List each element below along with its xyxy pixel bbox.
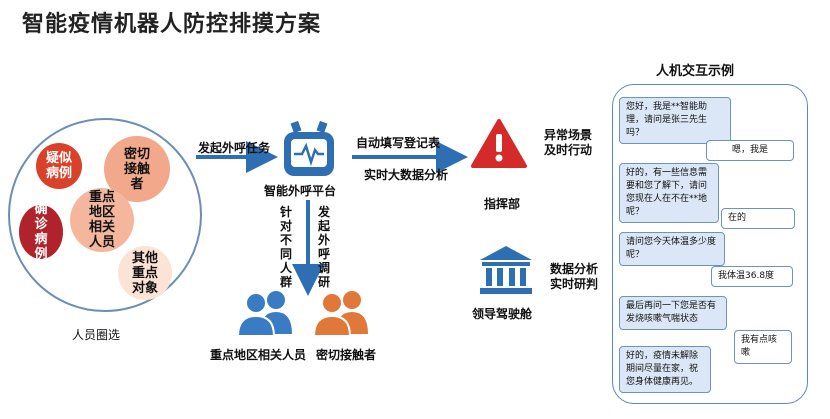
initiate-call-label: 发起外呼任务	[198, 141, 271, 155]
page-title: 智能疫情机器人防控排摸方案	[22, 12, 322, 37]
bubble-other-key-label: 其他重点对象	[131, 250, 158, 296]
auto-fill-label: 自动填写登记表	[356, 136, 441, 150]
robot-icon	[284, 120, 334, 176]
close-contacts-label: 密切接触者	[316, 348, 377, 362]
bubble-suspected: 疑似病例	[36, 143, 82, 189]
chat-message-bot: 请问您今天体温多少度呢？	[619, 232, 725, 266]
bubble-suspected-label: 疑似病例	[45, 151, 72, 181]
bubble-key-area-label: 重点地区相关人员	[88, 190, 115, 250]
leadership-label: 领导驾驶舱	[472, 307, 533, 321]
building-icon	[480, 246, 532, 294]
people-caption: 人员圈选	[72, 328, 121, 342]
chat-message-user: 嗯，我是	[706, 140, 794, 161]
people-blue-icon	[236, 291, 292, 336]
chat-message-user: 我体温36.8度	[711, 266, 793, 287]
warning-icon	[471, 119, 527, 168]
chat-message-bot: 最后再问一下您是否有发烧咳嗽气喘状态	[619, 296, 727, 330]
targeted-label: 针对不同人群	[280, 205, 293, 289]
chat-message-bot: 好的，有一些信息需要和您了解下，请问您现在人在不在**地呢？	[619, 163, 719, 223]
chat-title: 人机交互示例	[656, 64, 735, 79]
people-orange-icon	[312, 291, 368, 336]
chat-message-bot: 您好，我是**智能助理，请问是张三先生吗？	[619, 97, 731, 144]
command-center-label: 指挥部	[484, 197, 521, 211]
chat-message-user: 在的	[721, 208, 795, 229]
bubble-confirmed: 确诊病例	[19, 202, 63, 262]
survey-call-label: 发起外呼调研	[318, 205, 331, 289]
realtime-analysis-label: 实时大数据分析	[364, 168, 449, 182]
chat-message-bot: 好的，疫情未解除期间尽量在家，祝您身体健康再见。	[619, 346, 711, 393]
bubble-close-contact-label: 密切接触者	[123, 146, 150, 192]
bubble-key-area: 重点地区相关人员	[70, 188, 134, 252]
bubble-confirmed-label: 确诊病例	[34, 202, 48, 262]
platform-label: 智能外呼平台	[264, 184, 337, 198]
key-area-people-label: 重点地区相关人员	[210, 348, 307, 362]
chat-message-user: 我有点咳嗽	[734, 330, 792, 364]
bubble-other-key: 其他重点对象	[118, 246, 172, 300]
data-analysis-label: 数据分析实时研判	[550, 262, 599, 291]
alert-action-label: 异常场景及时行动	[544, 128, 593, 157]
